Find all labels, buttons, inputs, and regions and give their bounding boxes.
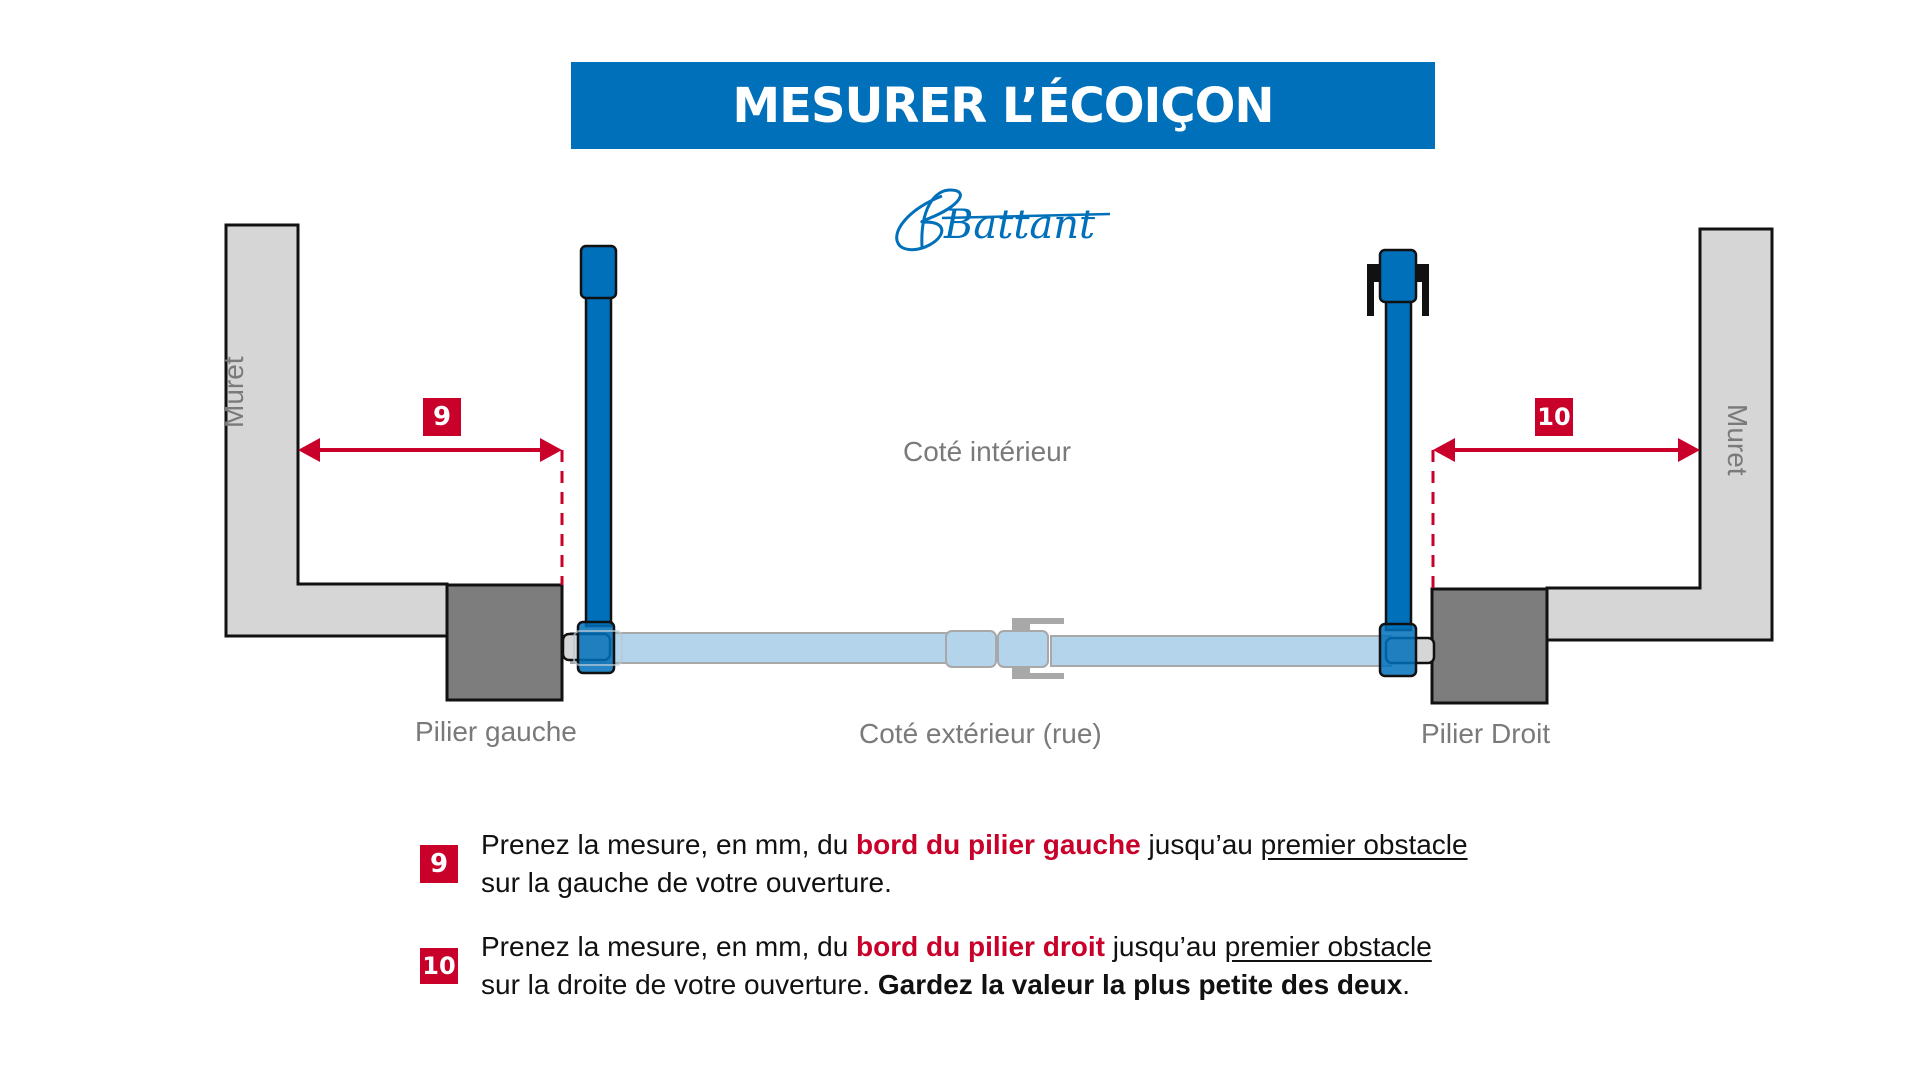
right-gate-shaft [1384,298,1413,632]
instruction-10-line1: Prenez la mesure, en mm, du bord du pili… [481,931,1432,962]
measure-left-arrow-start [298,438,320,462]
underline-first-obstacle: premier obstacle [1224,931,1432,962]
instruction-10-line2: sur la droite de votre ouverture. Gardez… [481,969,1411,1000]
latch-right-block [997,630,1049,668]
title-banner: MESURER L’ÉCOIÇON [571,62,1435,149]
left-hinge [576,620,616,675]
instruction-9-line1: Prenez la mesure, en mm, du bord du pili… [481,829,1468,860]
left-wall [224,223,449,638]
left-wall-label: Muret [218,356,249,428]
instruction-badge-9: 9 [420,845,458,883]
left-gate-cap [579,244,618,300]
inside-label: Coté intérieur [903,436,1072,467]
measure-left-arrow-end [540,438,562,462]
outside-label: Coté extérieur (rue) [859,718,1102,749]
left-pillar [445,583,564,702]
gate-bar-right [1050,635,1392,667]
gate-bar-left [570,632,962,664]
instruction-9: Prenez la mesure, en mm, du bord du pili… [481,826,1468,902]
measure-right-arrow-start [1433,438,1455,462]
right-gate-cap [1378,248,1418,304]
left-gate-shaft [584,294,613,628]
left-pillar-label: Pilier gauche [415,716,577,747]
page-title: MESURER L’ÉCOIÇON [732,77,1274,134]
keep-smallest-value: Gardez la valeur la plus petite des deux [877,969,1403,1000]
measure-right-arrow-end [1678,438,1700,462]
brand-text: Battant [943,202,1096,248]
instruction-badge-10: 10 [420,948,458,984]
right-wall-label: Muret [1722,404,1753,476]
right-pillar [1430,587,1549,705]
underline-first-obstacle: premier obstacle [1260,829,1468,860]
highlight-right-pillar: bord du pilier droit [856,931,1105,962]
highlight-left-pillar: bord du pilier gauche [856,829,1141,860]
right-pillar-label: Pilier Droit [1421,718,1551,749]
right-hinge [1378,622,1418,678]
latch-left-block [945,630,997,668]
measure-right-badge: 10 [1535,398,1573,436]
instruction-10: Prenez la mesure, en mm, du bord du pili… [481,928,1432,1004]
instruction-9-line2: sur la gauche de votre ouverture. [481,867,892,898]
measure-left-badge: 9 [423,398,461,436]
brand-logo: Battant [895,188,1111,252]
